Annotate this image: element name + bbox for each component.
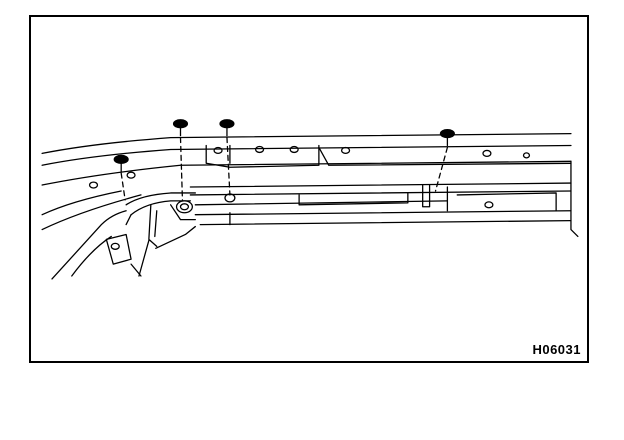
roof-panel-outline	[41, 133, 579, 238]
screw-alignment-guides	[120, 136, 449, 202]
sunroof-frame	[155, 182, 572, 249]
sunroof-assembly-drawing	[41, 119, 579, 280]
screw-1-icon	[113, 154, 129, 172]
screw-4-icon	[439, 129, 455, 147]
guide-rail-bracket	[51, 192, 236, 280]
illustration-frame: H06031	[29, 15, 589, 363]
front-flange	[88, 144, 572, 189]
screw-3-icon	[219, 119, 235, 137]
screw-2-icon	[172, 119, 189, 137]
figure-code: H06031	[532, 342, 581, 357]
